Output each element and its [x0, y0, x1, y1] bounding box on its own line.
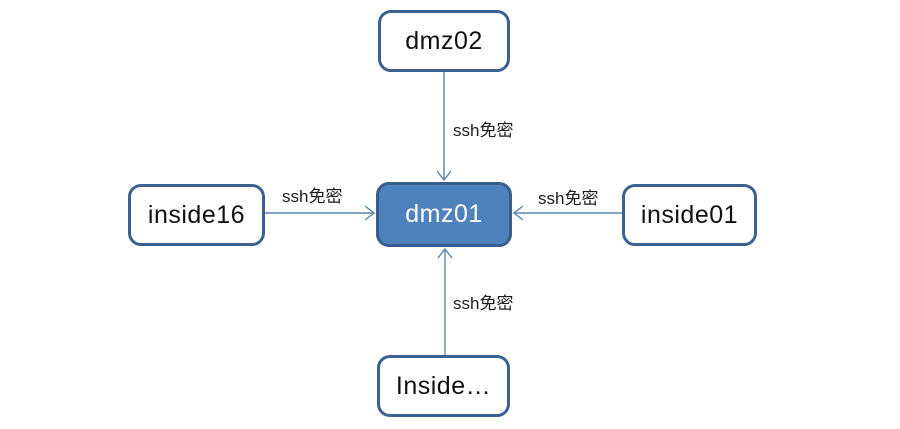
- node-inside01-label: inside01: [640, 200, 739, 229]
- arrowhead-right-icon: [364, 205, 376, 221]
- node-dmz01[interactable]: dmz01: [376, 182, 512, 247]
- node-inside16[interactable]: inside16: [128, 184, 265, 246]
- node-inside01[interactable]: inside01: [622, 184, 757, 246]
- edge-label-left: ssh免密: [282, 187, 343, 206]
- edge-label-right: ssh免密: [538, 189, 599, 208]
- node-dmz01-label: dmz01: [405, 200, 483, 228]
- arrowhead-down-icon: [436, 170, 452, 182]
- node-inside-more-label: Inside…: [395, 371, 492, 400]
- arrowhead-up-icon: [437, 247, 453, 259]
- edge-label-top: ssh免密: [453, 121, 514, 140]
- edge-label-bottom: ssh免密: [453, 294, 514, 313]
- node-inside-more[interactable]: Inside…: [377, 355, 510, 417]
- arrowhead-left-icon: [512, 205, 524, 221]
- node-inside16-label: inside16: [147, 200, 246, 229]
- node-dmz02-label: dmz02: [405, 26, 483, 55]
- node-dmz02[interactable]: dmz02: [378, 10, 510, 72]
